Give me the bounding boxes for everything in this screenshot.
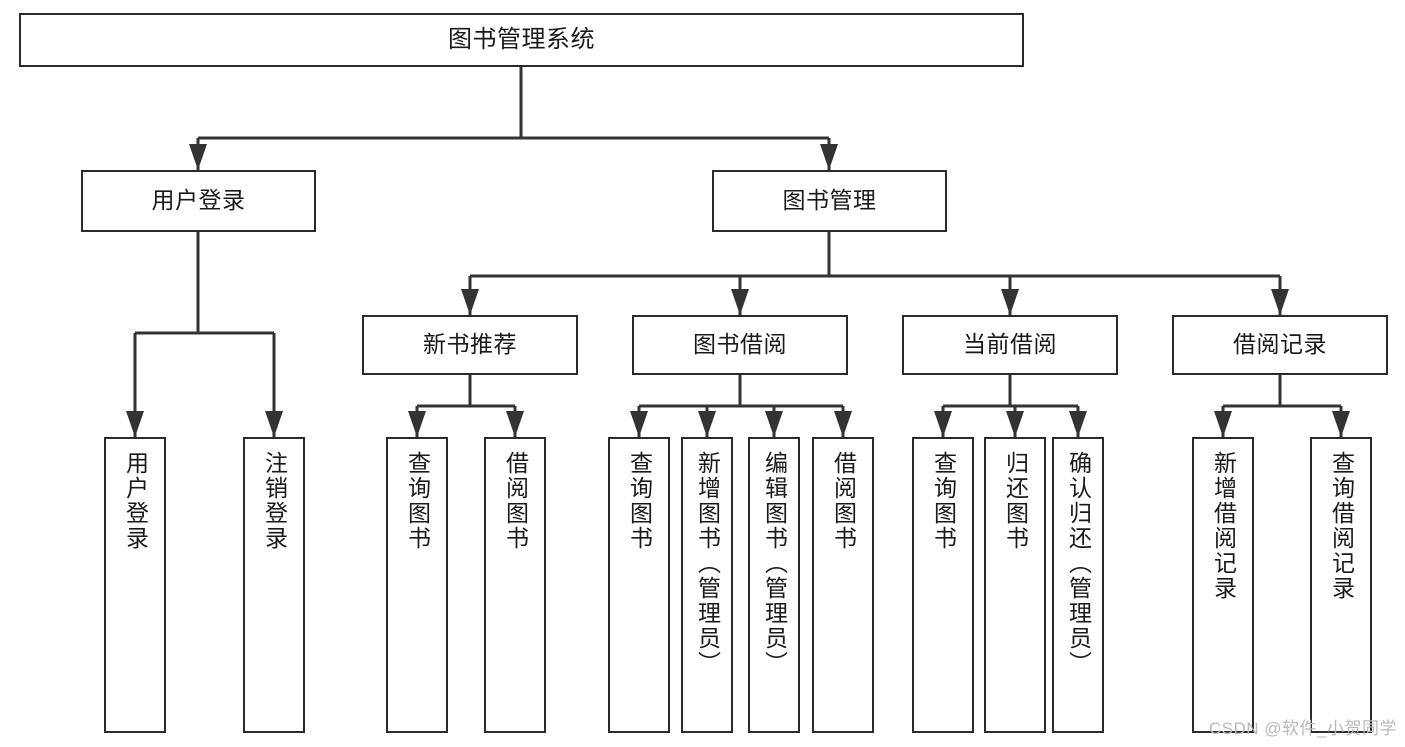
node-label: 查询图书 [626,451,653,551]
leaf-confirm-return-admin[interactable]: 确认归还（管理员） [1052,437,1104,733]
node-label: 用户登录 [151,187,246,214]
node-label: 用户登录 [122,451,149,551]
node-user-login[interactable]: 用户登录 [81,170,316,232]
node-label: 图书管理系统 [448,25,595,53]
node-label: 新增借阅记录 [1210,451,1237,601]
node-label: 图书借阅 [693,331,787,358]
leaf-query-borrow-record[interactable]: 查询借阅记录 [1310,437,1372,733]
leaf-add-book-admin[interactable]: 新增图书（管理员） [681,437,733,733]
node-label: 借阅图书 [830,451,857,551]
node-label: 新书推荐 [423,331,517,358]
node-label: 查询图书 [930,451,957,551]
node-label: 注销登录 [261,451,288,551]
node-label: 当前借阅 [963,331,1057,358]
leaf-borrow-books[interactable]: 借阅图书 [812,437,874,733]
node-book-management[interactable]: 图书管理 [712,170,947,232]
node-label: 查询借阅记录 [1328,451,1355,601]
leaf-query-books-recommendation[interactable]: 查询图书 [386,437,448,733]
node-label: 新增图书（管理员） [694,451,721,676]
node-new-book-recommendation[interactable]: 新书推荐 [362,315,578,375]
leaf-query-books[interactable]: 查询图书 [608,437,670,733]
leaf-return-books[interactable]: 归还图书 [984,437,1046,733]
leaf-borrow-books-recommendation[interactable]: 借阅图书 [484,437,546,733]
leaf-query-books-current[interactable]: 查询图书 [912,437,974,733]
leaf-user-login[interactable]: 用户登录 [104,437,166,733]
node-label: 编辑图书（管理员） [761,451,788,676]
node-label: 归还图书 [1002,451,1029,551]
node-current-borrowing[interactable]: 当前借阅 [902,315,1118,375]
leaf-user-logout[interactable]: 注销登录 [243,437,305,733]
leaf-add-borrow-record[interactable]: 新增借阅记录 [1192,437,1254,733]
node-label: 借阅图书 [502,451,529,551]
node-book-borrowing[interactable]: 图书借阅 [632,315,848,375]
node-label: 图书管理 [782,187,877,214]
node-book-management-system[interactable]: 图书管理系统 [19,13,1024,67]
leaf-edit-book-admin[interactable]: 编辑图书（管理员） [748,437,800,733]
node-label: 查询图书 [404,451,431,551]
node-borrowing-records[interactable]: 借阅记录 [1172,315,1388,375]
node-label: 确认归还（管理员） [1065,451,1092,676]
node-label: 借阅记录 [1233,331,1327,358]
